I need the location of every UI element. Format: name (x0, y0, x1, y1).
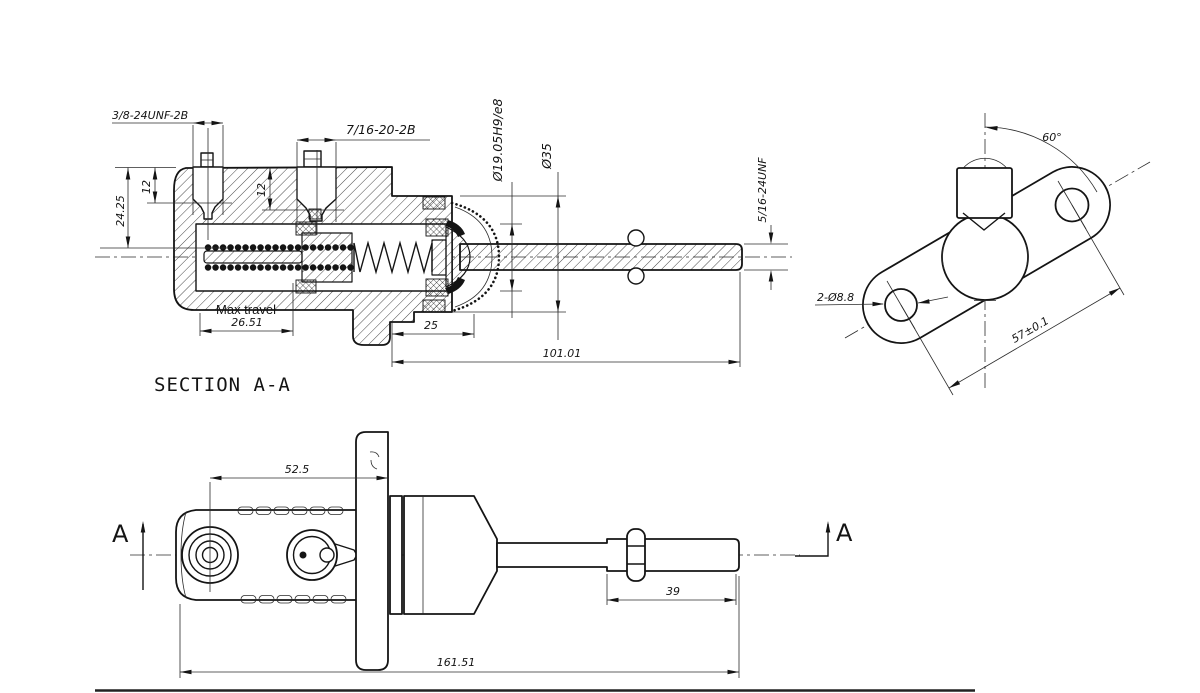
piston-stop-rod (203, 250, 303, 264)
port-angle-dim: 60° (1042, 131, 1062, 144)
section-label-left: A (112, 520, 129, 548)
feed-hole (319, 547, 335, 563)
plan-view: A A (112, 431, 853, 678)
mount-holes-label: 2-Ø8.8 (817, 291, 854, 304)
rod-nut-top (627, 229, 645, 247)
piston (301, 232, 353, 283)
cutting-line-right (795, 524, 829, 557)
valve-seat (308, 208, 322, 220)
piston-seal-top (295, 221, 317, 236)
max-travel-value: 26.51 (231, 316, 263, 329)
compensating-hole (299, 551, 307, 559)
body-height-dim: 24.25 (114, 195, 127, 227)
port-right-thread-label: 7/16-20-2B (346, 122, 416, 137)
boot-lip-bottom (445, 277, 465, 294)
rod-nut-bottom (627, 267, 645, 285)
push-rod (459, 243, 743, 271)
port-seat-notch (962, 212, 1006, 231)
port-left-thread-label: 3/8-24UNF-2B (112, 109, 188, 122)
dust-boot (450, 201, 501, 313)
cylinder-body-end (941, 213, 1029, 301)
bore-diameter-dim: Ø19.05H9/e8 (490, 99, 505, 183)
flange-view: 60° 2-Ø8.8 57±0.1 (814, 113, 1151, 396)
thread-length-dim: 39 (666, 585, 680, 598)
port-to-flange-dim: 52.5 (285, 463, 310, 476)
port-right-depth-dim: 12 (255, 183, 268, 197)
hole-spacing-dim: 57±0.1 (1009, 314, 1051, 346)
boot-clamp-bottom (422, 299, 446, 313)
cap-length-dim: 25 (424, 319, 438, 332)
boot-housing (403, 495, 498, 615)
section-label-right: A (836, 519, 853, 547)
rod-seal-top (425, 218, 449, 237)
main-spring (353, 240, 433, 275)
mounting-flange (355, 431, 389, 671)
section-dimensions: 3/8-24UNF-2B 7/16-20-2B 24.25 12 12 (100, 99, 788, 396)
boot-clamp-top (422, 196, 446, 210)
overall-length-dim: 161.51 (437, 656, 476, 669)
body-diameter-dim: Ø35 (539, 143, 554, 170)
spring-retainer (431, 239, 447, 276)
rod-nut-plan (626, 528, 646, 582)
rod-thread-label: 5/16-24UNF (756, 157, 769, 223)
reservoir-port (956, 167, 1013, 219)
rod-length-dim: 101.01 (543, 347, 582, 360)
boot-lip-top (445, 220, 465, 237)
thread-bands (237, 506, 347, 604)
piston-seal-bottom (295, 279, 317, 294)
section-title: SECTION A-A (154, 374, 291, 396)
rod-seal-bottom (425, 278, 449, 297)
retainer-ring (389, 495, 403, 615)
max-travel-label: Max travel (216, 302, 276, 317)
port-left-depth-dim: 12 (140, 180, 153, 194)
push-rod-plan (496, 538, 740, 572)
